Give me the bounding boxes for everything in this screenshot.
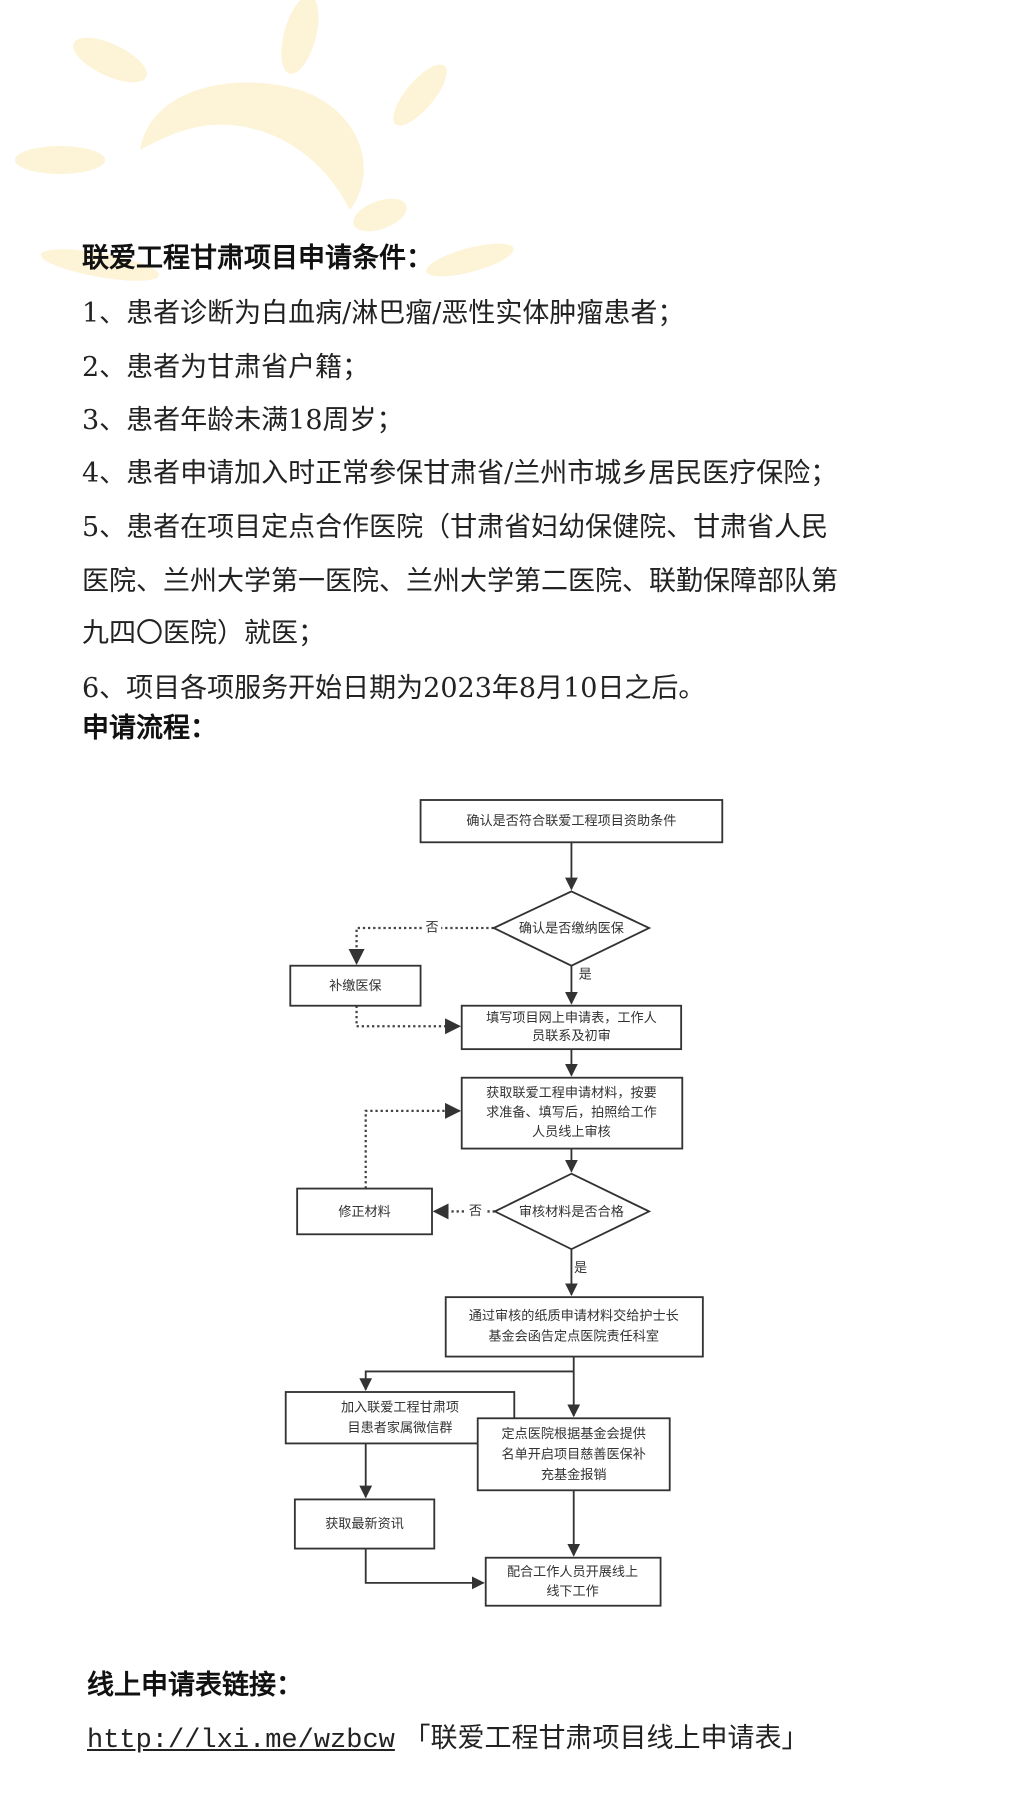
fill-form-box: [460, 1004, 683, 1051]
submit-text: 通过审核的纸质申请材料交给护士长: [469, 1307, 679, 1324]
decision-materials-text: 审核材料是否合格: [519, 1204, 624, 1220]
get-materials-text: 获取联爱工程申请材料，按要: [486, 1085, 657, 1101]
join-group-box: [284, 1391, 516, 1445]
condition-5-line3: 九四〇医院）就医；: [82, 618, 325, 649]
submit-box: [444, 1296, 704, 1358]
get-materials-text: 人员线上审核: [532, 1124, 611, 1140]
cooperate-text: 配合工作人员开展线上: [507, 1564, 638, 1580]
fix-materials-box: [296, 1187, 433, 1236]
no-label-2: 否: [469, 1204, 482, 1219]
join-group-text: 目患者家属微信群: [348, 1419, 453, 1436]
fill-form-text: 员联系及初审: [532, 1028, 611, 1044]
no-label-1: 否: [425, 921, 438, 936]
decision-insurance: [491, 890, 652, 967]
condition-5-line2: 医院、兰州大学第一医院、兰州大学第二医院、联勤保障部队第: [82, 566, 838, 597]
decision-insurance-text: 确认是否缴纳医保: [519, 921, 624, 937]
flow-start-text: 确认是否符合联爱工程项目资助条件: [466, 812, 676, 829]
eligibility-heading: 联爱工程甘肃项目申请条件：: [82, 243, 433, 274]
get-materials-box: [460, 1076, 684, 1150]
news-text: 获取最新资讯: [325, 1516, 404, 1532]
flow-start-box: [419, 799, 724, 844]
condition-3: 3、患者年龄未满18周岁；: [82, 405, 404, 436]
yes-label-2: 是: [574, 1261, 587, 1276]
news-box: [293, 1498, 436, 1550]
hospital-text: 定点医院根据基金会提供: [502, 1426, 646, 1442]
cooperate-box: [484, 1556, 662, 1607]
online-form-link[interactable]: http://lxi.me/wzbcw: [87, 1726, 395, 1756]
join-group-text: 加入联爱工程甘肃项: [341, 1400, 459, 1416]
hospital-text: 充基金报销: [541, 1467, 607, 1483]
submit-text: 基金会函告定点医院责任科室: [488, 1328, 659, 1345]
condition-5-line1: 5、患者在项目定点合作医院（甘肃省妇幼保健院、甘肃省人民: [82, 512, 829, 543]
supplement-insurance-text: 补缴医保: [329, 978, 382, 994]
hospital-box: [476, 1417, 671, 1492]
online-form-link-name: 「联爱工程甘肃项目线上申请表」: [403, 1723, 809, 1754]
yes-label-1: 是: [579, 967, 592, 982]
decision-materials: [492, 1172, 652, 1251]
online-form-heading: 线上申请表链接：: [87, 1670, 303, 1701]
condition-1: 1、患者诊断为白血病/淋巴瘤/恶性实体肿瘤患者；: [82, 298, 685, 329]
fix-materials-text: 修正材料: [338, 1204, 391, 1220]
hospital-text: 名单开启项目慈善医保补: [502, 1446, 646, 1462]
get-materials-text: 求准备、填写后，拍照给工作: [486, 1104, 657, 1121]
supplement-insurance-box: [289, 964, 422, 1007]
sun-logo-watermark: [15, 0, 514, 281]
process-heading: 申请流程：: [82, 713, 217, 744]
condition-4: 4、患者申请加入时正常参保甘肃省/兰州市城乡居民医疗保险；: [82, 458, 838, 489]
fill-form-text: 填写项目网上申请表，工作人: [486, 1010, 657, 1026]
cooperate-text: 线下工作: [546, 1584, 599, 1600]
condition-6: 6、项目各项服务开始日期为2023年8月10日之后。: [82, 673, 706, 704]
condition-2: 2、患者为甘肃省户籍；: [82, 352, 370, 383]
